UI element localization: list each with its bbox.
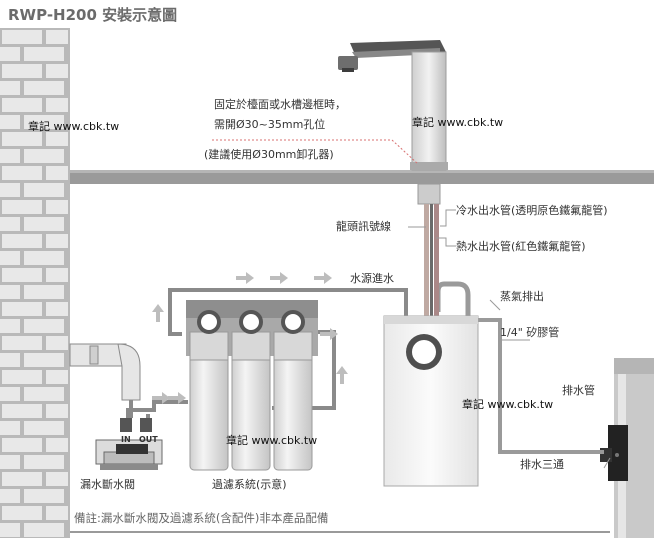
brick — [24, 319, 64, 333]
brick — [24, 455, 64, 469]
footnote: 備註:漏水斷水閥及過濾系統(含配件)非本產品配備 — [74, 511, 328, 525]
wall-water-elbow — [69, 343, 141, 401]
brick — [2, 200, 42, 214]
drain-pipe — [614, 358, 654, 538]
brick — [46, 506, 68, 520]
watermark-2: 章記 www.cbk.tw — [412, 115, 503, 129]
brick — [24, 285, 64, 299]
valve-in-label: IN — [121, 435, 131, 444]
install-note-line3: (建議使用Ø30mm卸孔器) — [204, 147, 334, 161]
brick — [46, 370, 68, 384]
faucet-shank — [417, 183, 441, 205]
brick — [46, 336, 68, 350]
valve-to-filter-pipe — [126, 400, 188, 430]
brick — [2, 132, 42, 146]
drain-pipe-label: 排水管 — [562, 383, 595, 397]
faucet-hoses — [424, 204, 439, 316]
brick — [0, 81, 20, 95]
countertop — [70, 170, 654, 184]
brick — [46, 302, 68, 316]
brick — [2, 30, 42, 44]
water-heater-unit — [383, 315, 479, 487]
brick — [2, 166, 42, 180]
brick — [2, 234, 42, 248]
brick — [24, 217, 64, 231]
brick — [46, 404, 68, 418]
brick — [2, 336, 42, 350]
brick-wall — [0, 28, 70, 538]
drain-tee-label: 排水三通 — [520, 457, 564, 471]
brick — [24, 421, 64, 435]
brick — [46, 30, 68, 44]
faucet — [338, 40, 448, 171]
brick — [46, 64, 68, 78]
brick — [2, 506, 42, 520]
drill-note-leader — [391, 139, 419, 165]
brick — [24, 523, 64, 537]
brick — [24, 47, 64, 61]
water-supply-line — [168, 288, 408, 336]
watermark-4: 章記 www.cbk.tw — [226, 433, 317, 447]
brick — [0, 489, 20, 503]
brick — [24, 149, 64, 163]
silicone-tube-label: 1/4" 矽膠管 — [500, 325, 559, 339]
steam-outlet-label: 蒸氣排出 — [500, 289, 544, 303]
brick — [46, 472, 68, 486]
brick — [0, 285, 20, 299]
watermark-3: 章記 www.cbk.tw — [462, 397, 553, 411]
brick — [2, 370, 42, 384]
brick — [24, 489, 64, 503]
brick — [46, 166, 68, 180]
silicone-drain-tube — [478, 318, 604, 454]
brick — [46, 132, 68, 146]
brick — [46, 438, 68, 452]
brick — [0, 149, 20, 163]
leader-lines — [408, 209, 611, 469]
brick — [0, 217, 20, 231]
brick — [0, 421, 20, 435]
brick — [0, 455, 20, 469]
install-note-line2: 需開Ø30~35mm孔位 — [214, 117, 325, 131]
brick — [24, 115, 64, 129]
brick — [0, 47, 20, 61]
leak-valve-label: 漏水斷水閥 — [80, 478, 135, 491]
brick — [24, 353, 64, 367]
brick — [46, 200, 68, 214]
cold-water-pipe-label: 冷水出水管(透明原色鐵氟龍管) — [456, 203, 608, 217]
brick — [46, 234, 68, 248]
valve-out-label: OUT — [139, 435, 158, 444]
brick — [24, 251, 64, 265]
hot-water-pipe-label: 熱水出水管(紅色鐵氟龍管) — [456, 239, 586, 253]
filter-system-label: 過濾系統(示意) — [212, 477, 287, 491]
install-note-line1: 固定於檯面或水槽邊框時， — [214, 97, 346, 111]
signal-wire-label: 龍頭訊號線 — [336, 219, 391, 233]
brick — [2, 302, 42, 316]
water-inlet-label: 水源進水 — [350, 271, 394, 285]
brick — [0, 115, 20, 129]
leak-stop-valve: IN OUT — [95, 418, 163, 470]
brick — [46, 268, 68, 282]
brick — [2, 438, 42, 452]
brick — [0, 353, 20, 367]
filter-system — [186, 300, 318, 471]
brick — [2, 64, 42, 78]
brick — [24, 183, 64, 197]
brick — [24, 81, 64, 95]
brick — [24, 387, 64, 401]
brick — [0, 251, 20, 265]
diagram-title: RWP-H200 安裝示意圖 — [8, 6, 177, 24]
brick — [0, 387, 20, 401]
brick — [0, 183, 20, 197]
watermark-1: 章記 www.cbk.tw — [28, 119, 119, 133]
brick — [2, 268, 42, 282]
brick — [0, 523, 20, 537]
brick — [46, 98, 68, 112]
flow-arrows — [152, 272, 348, 404]
brick — [0, 319, 20, 333]
brick — [2, 404, 42, 418]
brick — [2, 472, 42, 486]
brick — [2, 98, 42, 112]
